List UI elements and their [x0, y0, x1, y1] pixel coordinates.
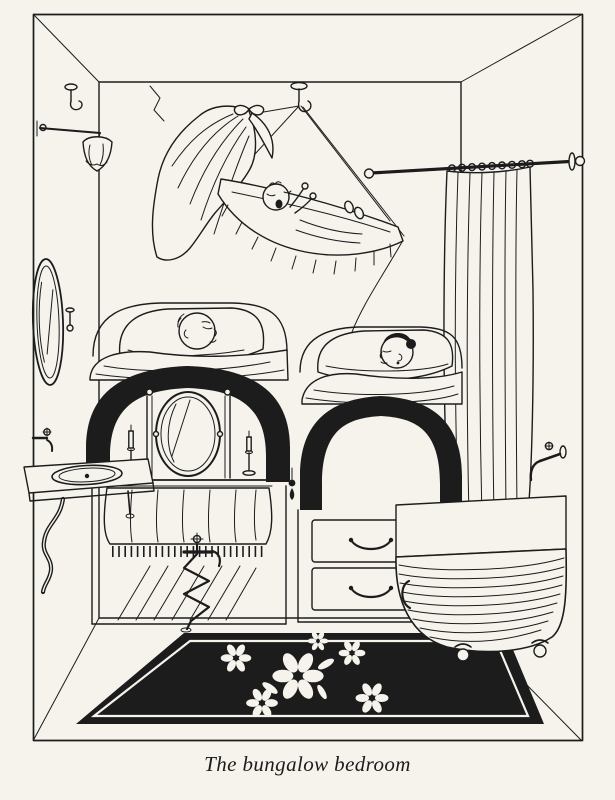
sleeping-man	[177, 312, 217, 350]
bathtub	[395, 441, 568, 662]
washbasin	[23, 427, 155, 595]
tub-handle	[401, 579, 412, 610]
wall-mirror	[31, 258, 65, 386]
drawer-handle	[349, 586, 393, 599]
ceiling-hook	[290, 81, 312, 113]
blanket	[89, 349, 289, 381]
headboard	[92, 302, 288, 357]
earring	[396, 361, 400, 365]
rocking-cord	[351, 241, 403, 333]
headboard	[299, 326, 463, 373]
wall-lamp	[36, 120, 113, 172]
baby-foot	[353, 206, 365, 220]
caption: The bungalow bedroom	[204, 752, 411, 776]
baby	[262, 181, 365, 244]
canopy-drape	[151, 104, 274, 261]
pull-knobs	[288, 467, 321, 506]
small-wall-hook-icon	[65, 307, 75, 332]
wall-tap-icon	[31, 427, 54, 452]
spout	[210, 549, 221, 568]
hair-bun	[406, 339, 416, 349]
canopy-bow	[233, 104, 250, 116]
crying-mouth	[275, 199, 283, 209]
bungalow-bedroom-drawing	[23, 13, 586, 742]
tub-tap-icon	[529, 441, 567, 482]
blanket	[301, 371, 463, 405]
baby-foot	[344, 200, 354, 214]
wall-hook-icon	[64, 83, 83, 111]
footboard	[86, 366, 290, 482]
table-cloth	[103, 487, 273, 557]
footboard	[300, 396, 462, 510]
trap-pipe	[40, 496, 66, 595]
wall-crack	[149, 85, 165, 122]
hanging-cradle	[217, 178, 404, 275]
drain	[84, 473, 90, 479]
curtain-rail	[363, 152, 586, 179]
room-walls	[32, 13, 584, 742]
lamp-shade	[82, 136, 113, 172]
sleeping-woman	[379, 333, 416, 369]
tub-back-panel	[395, 495, 567, 558]
candle	[242, 430, 256, 476]
drawer-handle	[349, 538, 393, 551]
curtain	[443, 166, 534, 525]
illustration-plate: The bungalow bedroom	[23, 13, 586, 776]
claw-foot	[533, 644, 547, 658]
zigzag-pipe	[180, 532, 221, 633]
claw-foot	[456, 648, 470, 662]
